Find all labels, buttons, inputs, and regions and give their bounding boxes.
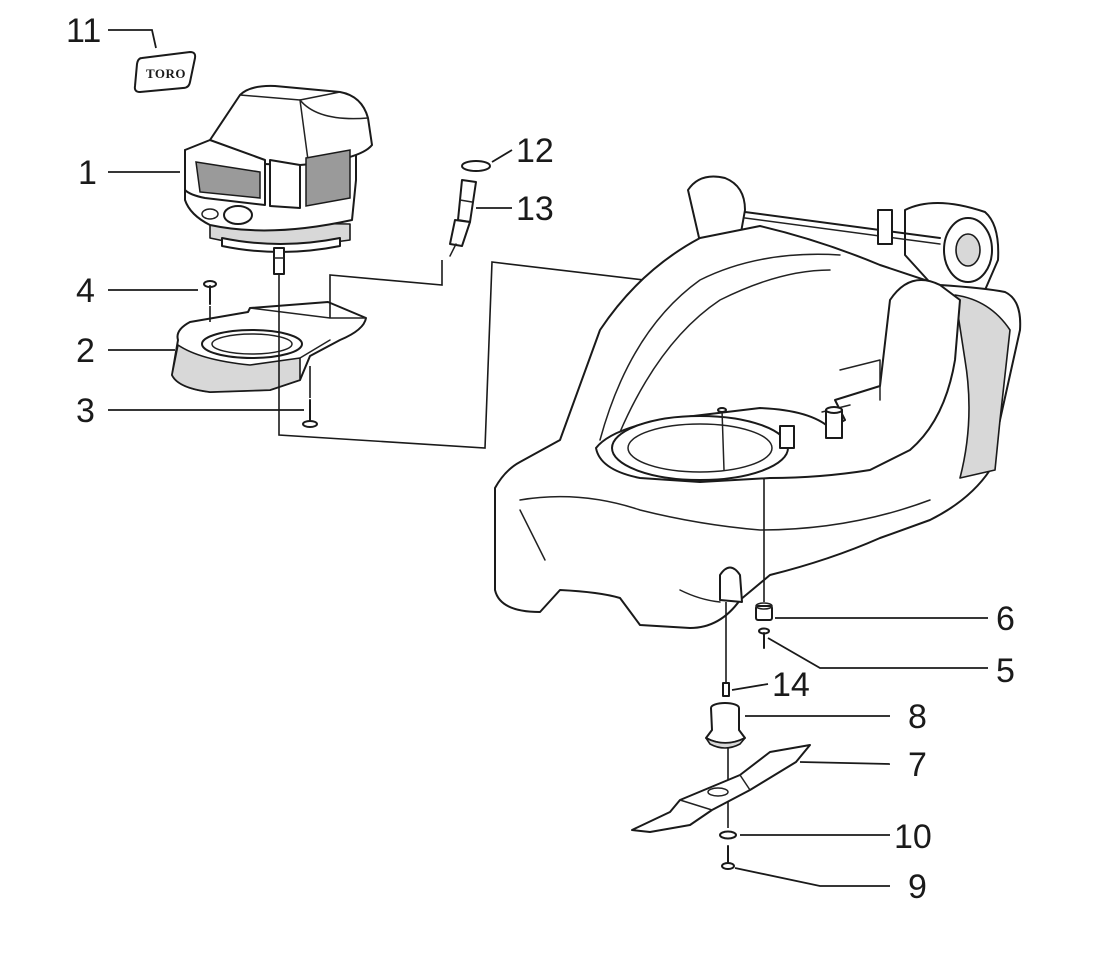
part-12-ring <box>461 160 491 172</box>
callout-8: 8 <box>908 698 927 736</box>
callout-1: 1 <box>78 154 97 192</box>
part-5-screw <box>758 627 770 649</box>
part-3-bolt <box>302 399 318 428</box>
part-11-logo-decal: TORO <box>133 51 197 93</box>
logo-text: TORO <box>146 66 186 81</box>
leader-lines <box>108 29 988 887</box>
part-8-blade-adapter <box>705 702 746 749</box>
part-14-woodruff-key <box>722 682 730 697</box>
part-9-bolt <box>721 845 735 870</box>
part-7-blade <box>631 744 811 833</box>
callout-5: 5 <box>996 652 1015 690</box>
part-6-nut <box>755 602 773 621</box>
callout-13: 13 <box>516 190 554 228</box>
part-1-motor <box>184 84 373 275</box>
callout-6: 6 <box>996 600 1015 638</box>
callout-7: 7 <box>908 746 927 784</box>
callout-3: 3 <box>76 392 95 430</box>
callout-9: 9 <box>908 868 927 906</box>
callout-12: 12 <box>516 132 554 170</box>
part-13-safety-key <box>449 179 477 257</box>
mower-deck <box>494 175 1022 629</box>
part-4-screw <box>203 280 217 305</box>
callout-numbers: 11 1 4 2 3 12 13 6 5 14 8 7 10 9 <box>66 12 1015 906</box>
callout-10: 10 <box>894 818 932 856</box>
part-2-motor-mount <box>171 301 367 393</box>
part-10-washer <box>719 830 737 840</box>
callout-11: 11 <box>66 12 101 50</box>
callout-14: 14 <box>772 666 810 704</box>
callout-2: 2 <box>76 332 95 370</box>
callout-4: 4 <box>76 272 95 310</box>
